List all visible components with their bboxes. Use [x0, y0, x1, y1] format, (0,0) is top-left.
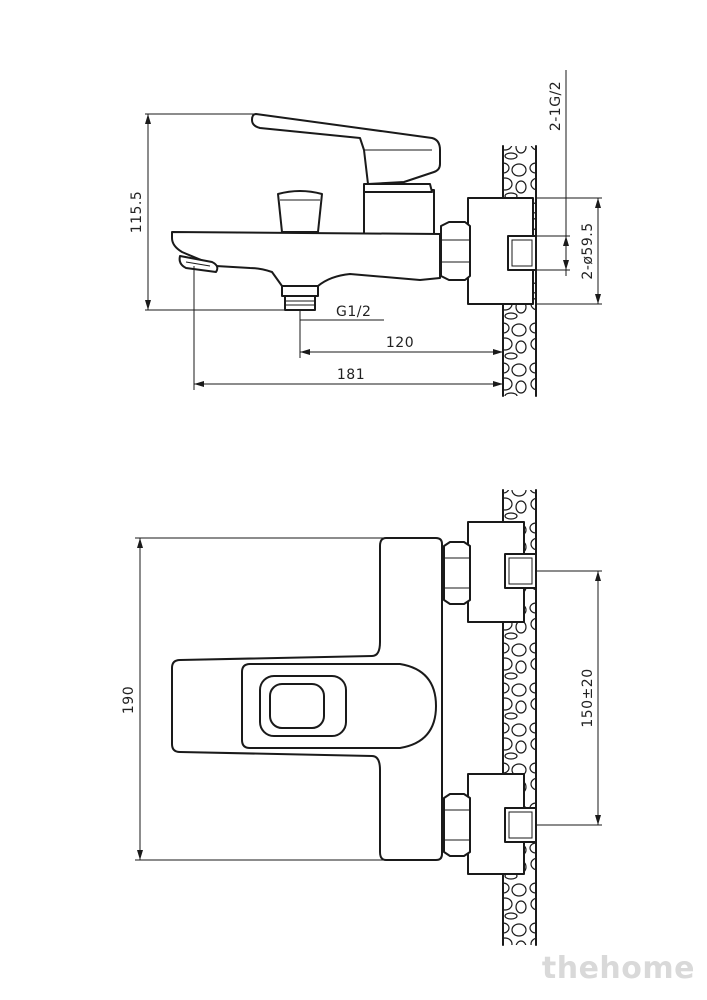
dimension-centers: 150±20	[536, 570, 602, 826]
dimension-outlet-thread: G1/2	[300, 304, 384, 321]
dimension-inlet-thread: 2-1G/2	[536, 70, 570, 276]
dimension-outlet-distance-label: 120	[386, 335, 414, 351]
dimension-height-label: 115.5	[129, 191, 145, 234]
lever-handle	[251, 113, 441, 185]
dimension-spout-length-label: 181	[337, 367, 365, 383]
hex-nut-upper	[443, 541, 471, 605]
dimension-length-label: 190	[121, 686, 137, 714]
eccentric-connector	[507, 235, 537, 271]
top-view: 190 150±20	[121, 489, 602, 946]
dimension-flange-diameter-label: 2-ø59.5	[580, 222, 596, 279]
mixer-body	[171, 231, 441, 287]
hex-nut	[440, 221, 471, 281]
cartridge-housing	[363, 189, 435, 237]
dimension-spout-length: 181	[193, 266, 503, 390]
dimension-outlet-thread-label: G1/2	[336, 304, 371, 320]
hex-nut-lower	[443, 793, 471, 857]
dimension-height: 115.5	[129, 113, 300, 311]
diverter-knob	[277, 190, 323, 233]
dimension-length: 190	[121, 537, 386, 861]
shower-outlet	[281, 285, 319, 311]
dimension-outlet-distance: 120	[299, 310, 503, 358]
dimension-inlet-thread-label: 2-1G/2	[548, 81, 564, 131]
watermark-logo: thehome	[541, 951, 695, 986]
side-view: 115.5 G1/2 120 181	[129, 70, 602, 397]
dimension-centers-label: 150±20	[580, 668, 596, 727]
dimension-flange-diameter: 2-ø59.5	[536, 197, 602, 305]
